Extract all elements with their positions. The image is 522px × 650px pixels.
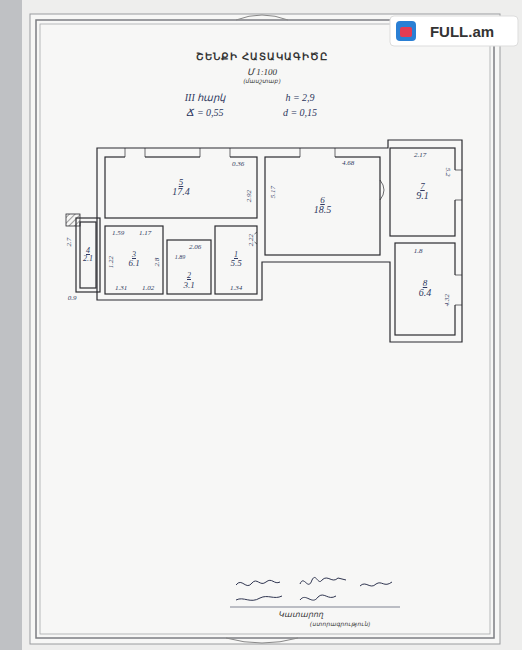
- signature-note: (ստորագրություն): [309, 621, 371, 627]
- room-number: 2: [187, 272, 191, 280]
- watermark: FULL.am: [429, 24, 495, 39]
- dimension: 1.8: [413, 248, 424, 255]
- room-number: 3: [132, 251, 136, 259]
- room-number: 5: [179, 178, 184, 187]
- dimension: 2.92: [246, 189, 253, 203]
- dimension: 5.2: [444, 167, 451, 178]
- dimension: 1.02: [141, 285, 155, 292]
- room-number: 7: [420, 182, 425, 191]
- header-note: Ճ = 0,55: [185, 108, 224, 118]
- dimension: 1.59: [111, 230, 125, 237]
- dimension: 4.68: [341, 160, 355, 167]
- room-area-value: 17.4: [172, 187, 190, 198]
- dimension: 1.22: [108, 255, 115, 269]
- room-area-value: 2.1: [83, 255, 93, 263]
- room-number: 8: [423, 279, 428, 288]
- dimension: 2.22: [248, 233, 255, 247]
- room-area: 42.1: [80, 222, 96, 288]
- header-note: III հարկ: [184, 93, 227, 103]
- dimension: 5.17: [270, 185, 277, 199]
- room-area-value: 9.1: [416, 191, 429, 202]
- signature-note: Կատարող: [277, 611, 324, 619]
- header-note: h = 2,9: [284, 93, 315, 103]
- header-note: d = 0,15: [282, 108, 318, 118]
- dimension: 4.32: [444, 293, 451, 307]
- room-area: 79.1: [390, 148, 455, 236]
- dimension: 2.7: [66, 237, 73, 248]
- dimension: 1.89: [174, 254, 187, 260]
- dimension: 0.9: [67, 295, 78, 302]
- dimension: 2.17: [413, 152, 427, 159]
- dimension: 1.34: [229, 285, 243, 292]
- room-area-value: 6.1: [128, 259, 139, 268]
- room-number: 4: [86, 247, 90, 255]
- dimension: 1.31: [114, 285, 128, 292]
- title: ՇԵՆՔԻ ՀԱՏԱԿԱԳԻԾԸ: [195, 52, 329, 62]
- room-number: 6: [320, 196, 325, 205]
- dimension: 1.17: [138, 230, 152, 237]
- header-note: (մասշտաբ): [243, 78, 282, 84]
- room-area-value: 5.5: [230, 259, 241, 268]
- room-area-value: 18.5: [314, 205, 332, 216]
- room-area: 618.5: [265, 157, 380, 255]
- room-number: 1: [234, 251, 238, 259]
- dimension: 2.8: [154, 257, 161, 268]
- room-area-value: 3.1: [183, 281, 194, 290]
- dimension: 0.36: [231, 161, 245, 168]
- room-area-value: 6.4: [419, 288, 432, 299]
- dimension: 2.06: [188, 244, 202, 251]
- room-area: 86.4: [395, 243, 455, 335]
- header-note: Մ 1:100: [246, 68, 278, 77]
